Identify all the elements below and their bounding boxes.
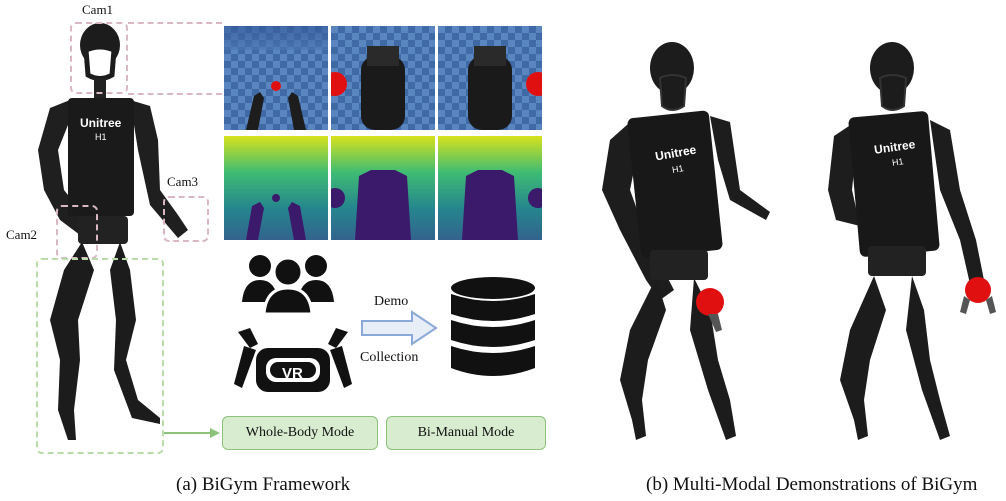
demo-label: Demo — [374, 294, 409, 309]
rgb-cam2-panel — [331, 26, 435, 130]
cam1-label: Cam1 — [82, 2, 114, 17]
cam3-label: Cam3 — [167, 174, 199, 189]
vr-headset-icon — [234, 328, 352, 392]
robot1-model-text: H1 — [671, 163, 685, 175]
cam2-box — [56, 205, 98, 259]
robot-brand-text: Unitree — [80, 116, 122, 130]
whole-body-mode-button[interactable]: Whole-Body Mode — [222, 416, 378, 450]
caption-right: (b) Multi-Modal Demonstrations of BiGym — [646, 474, 978, 495]
left-robot — [38, 23, 188, 440]
demo-robot-1 — [602, 42, 770, 440]
body-box — [36, 258, 164, 454]
robot-model-text: H1 — [95, 132, 107, 142]
cam1-connector-2 — [128, 93, 222, 95]
demo-robot-2 — [828, 42, 996, 440]
rgb-cam1-panel — [224, 26, 328, 130]
robot2-model-text: H1 — [891, 156, 905, 168]
depth-cam1-panel — [224, 136, 328, 240]
collection-label: Collection — [360, 350, 419, 365]
cam1-box — [70, 22, 128, 94]
vr-text: VR — [282, 365, 303, 382]
cam3-box — [163, 196, 209, 242]
depth-cam2-panel — [331, 136, 435, 240]
cam1-connector — [128, 22, 222, 24]
bi-manual-mode-button[interactable]: Bi-Manual Mode — [386, 416, 546, 450]
depth-cam3-panel — [438, 136, 542, 240]
collection-arrow — [361, 310, 438, 346]
caption-left: (a) BiGym Framework — [176, 474, 351, 495]
rgb-cam3-panel — [438, 26, 542, 130]
users-icon — [242, 255, 334, 314]
database-icon — [451, 277, 535, 376]
mode-arrow — [164, 428, 220, 438]
cam2-label: Cam2 — [6, 227, 38, 242]
